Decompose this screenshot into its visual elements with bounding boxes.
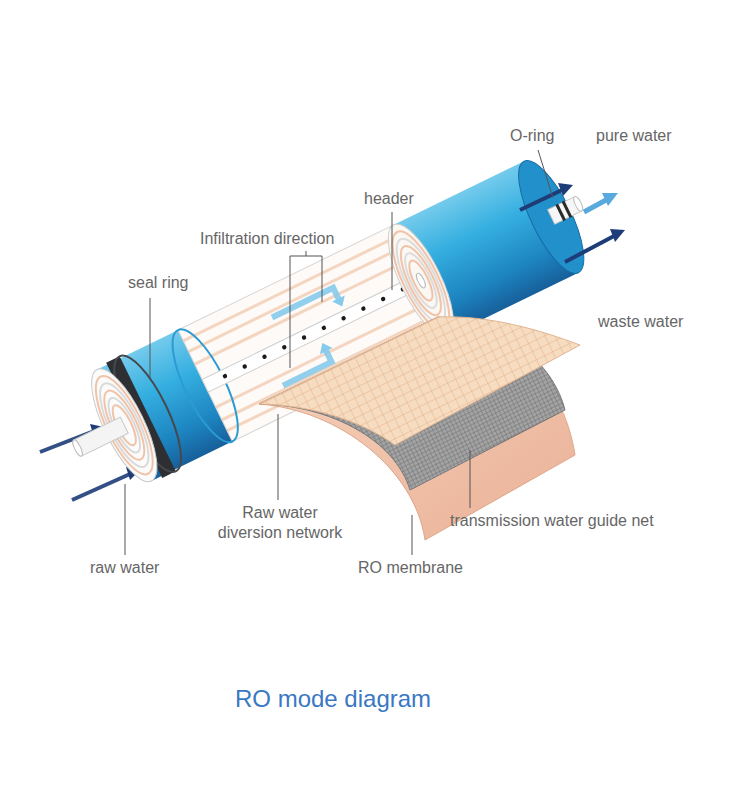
part-label: Raw water diversion network — [211, 503, 349, 543]
part-label: Infiltration direction — [200, 229, 334, 249]
outlet-arrows — [520, 183, 625, 262]
caption: RO mode diagram — [235, 684, 431, 714]
membrane-cylinder — [393, 241, 448, 320]
outlet-arrows — [558, 183, 573, 196]
part-label: waste water — [598, 312, 683, 332]
membrane-cylinder — [415, 272, 427, 289]
leader-lines — [150, 298, 151, 378]
membrane-cylinder — [405, 258, 437, 304]
tube-holes — [242, 364, 248, 370]
outlet-arrows — [610, 229, 625, 242]
leader-lines — [125, 150, 553, 555]
tube-holes — [301, 335, 307, 341]
leader-lines — [538, 150, 553, 198]
tube-holes — [262, 354, 268, 360]
part-label: pure water — [596, 126, 672, 146]
membrane-cylinder — [572, 195, 584, 212]
tube-holes — [222, 373, 228, 379]
membrane-cylinder — [332, 295, 349, 309]
tube-holes — [380, 296, 386, 302]
part-label: header — [364, 189, 414, 209]
part-label: seal ring — [128, 273, 188, 293]
leader-lines — [412, 515, 413, 555]
tube-holes — [321, 325, 327, 331]
leader-lines — [392, 212, 393, 290]
diversion-network-sheet — [259, 317, 580, 445]
part-label: transmission water guide net — [450, 511, 654, 531]
leader-lines — [470, 450, 471, 508]
part-label: RO membrane — [358, 558, 463, 578]
outlet-arrows — [565, 236, 614, 262]
tube-holes — [341, 315, 347, 321]
membrane-cylinder — [506, 152, 596, 281]
membrane-cylinder — [183, 236, 399, 341]
raw-water-arrows — [72, 474, 130, 500]
tube-holes — [360, 306, 366, 312]
leader-lines — [125, 484, 126, 555]
membrane-cylinder — [387, 233, 454, 329]
membrane-cylinder — [506, 152, 596, 281]
membrane-sheets — [259, 317, 580, 445]
membrane-cylinder — [562, 201, 573, 218]
part-label: raw water — [90, 558, 159, 578]
tube-holes — [281, 344, 287, 350]
outlet-arrows — [584, 200, 606, 212]
leader-lines — [290, 251, 322, 368]
membrane-cylinder — [71, 439, 84, 458]
outlet-arrows — [520, 190, 562, 210]
membrane-cylinder — [399, 249, 443, 311]
part-label: O-ring — [510, 126, 554, 146]
leader-lines — [278, 414, 279, 500]
outlet-arrows — [602, 193, 618, 206]
membrane-cylinder — [316, 340, 333, 354]
infiltration-arrows — [272, 288, 339, 330]
